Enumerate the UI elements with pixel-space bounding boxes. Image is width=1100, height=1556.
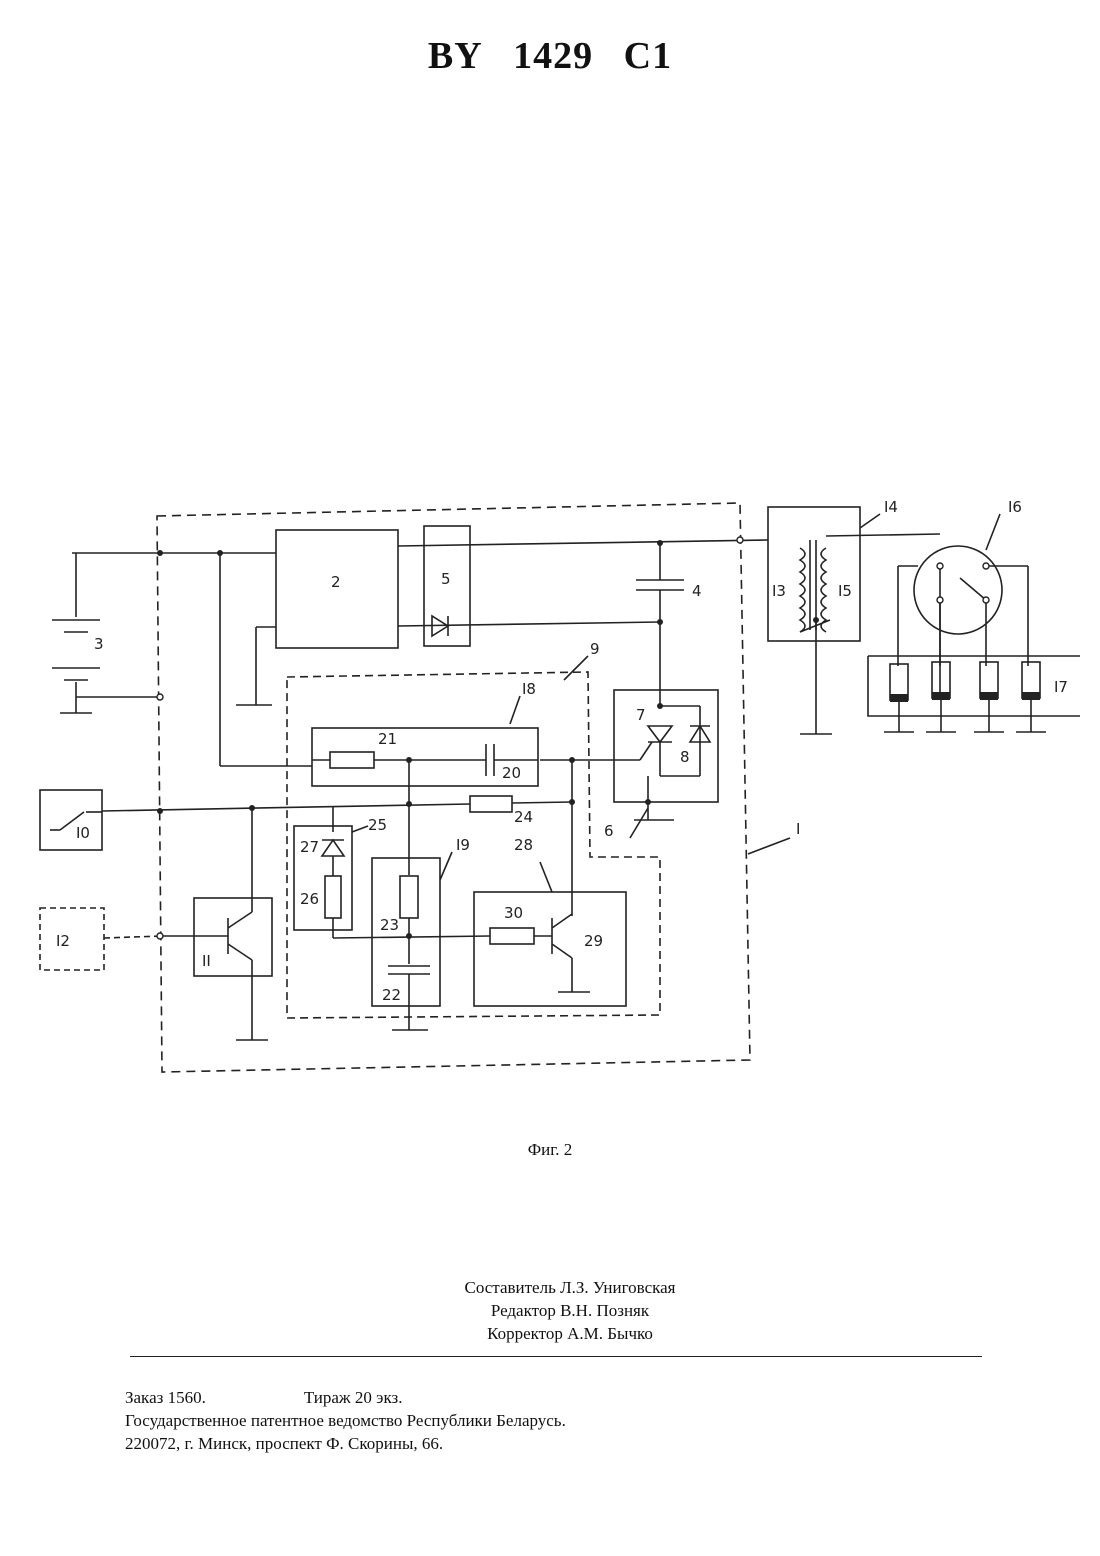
label-6: 6 [604, 822, 614, 840]
label-11: II [202, 952, 211, 970]
label-13: I3 [772, 582, 786, 600]
label-10: I0 [76, 824, 90, 842]
block-1-outline [157, 503, 750, 1072]
label-14: I4 [884, 498, 898, 516]
figure-caption: Фиг. 2 [0, 1140, 1100, 1160]
label-19: I9 [456, 836, 470, 854]
circulation: Тираж 20 экз. [304, 1388, 403, 1407]
label-27: 27 [300, 838, 319, 856]
label-25: 25 [368, 816, 387, 834]
credits-block: Составитель Л.З. Униговская Редактор В.Н… [380, 1276, 760, 1345]
compiler-line: Составитель Л.З. Униговская [380, 1276, 760, 1299]
label-17: I7 [1054, 678, 1068, 696]
horizontal-rule [130, 1356, 982, 1357]
editor-line: Редактор В.Н. Позняк [380, 1299, 760, 1322]
label-5: 5 [441, 570, 451, 588]
block-12 [40, 908, 104, 970]
label-15: I5 [838, 582, 852, 600]
label-18: I8 [522, 680, 536, 698]
label-16: I6 [1008, 498, 1022, 516]
label-30: 30 [504, 904, 523, 922]
office-name: Государственное патентное ведомство Респ… [125, 1409, 566, 1432]
block-10 [40, 790, 102, 850]
label-7: 7 [636, 706, 646, 724]
office-address: 220072, г. Минск, проспект Ф. Скорины, 6… [125, 1432, 566, 1455]
label-12: I2 [56, 932, 70, 950]
distributor-16 [914, 546, 1002, 634]
label-21: 21 [378, 730, 397, 748]
order-number: Заказ 1560. [125, 1388, 206, 1407]
publication-footer: Заказ 1560. Тираж 20 экз. Государственное… [125, 1386, 566, 1455]
label-20: 20 [502, 764, 521, 782]
label-1: I [796, 820, 800, 838]
label-9: 9 [590, 640, 600, 658]
block-28 [474, 892, 626, 1006]
label-29: 29 [584, 932, 603, 950]
label-28: 28 [514, 836, 533, 854]
label-24: 24 [514, 808, 533, 826]
label-3: 3 [94, 635, 104, 653]
label-2: 2 [331, 573, 341, 591]
label-23: 23 [380, 916, 399, 934]
corrector-line: Корректор А.М. Бычко [380, 1322, 760, 1345]
order-row: Заказ 1560. Тираж 20 экз. [125, 1386, 566, 1409]
label-4: 4 [692, 582, 702, 600]
label-26: 26 [300, 890, 319, 908]
label-8: 8 [680, 748, 690, 766]
label-22: 22 [382, 986, 401, 1004]
